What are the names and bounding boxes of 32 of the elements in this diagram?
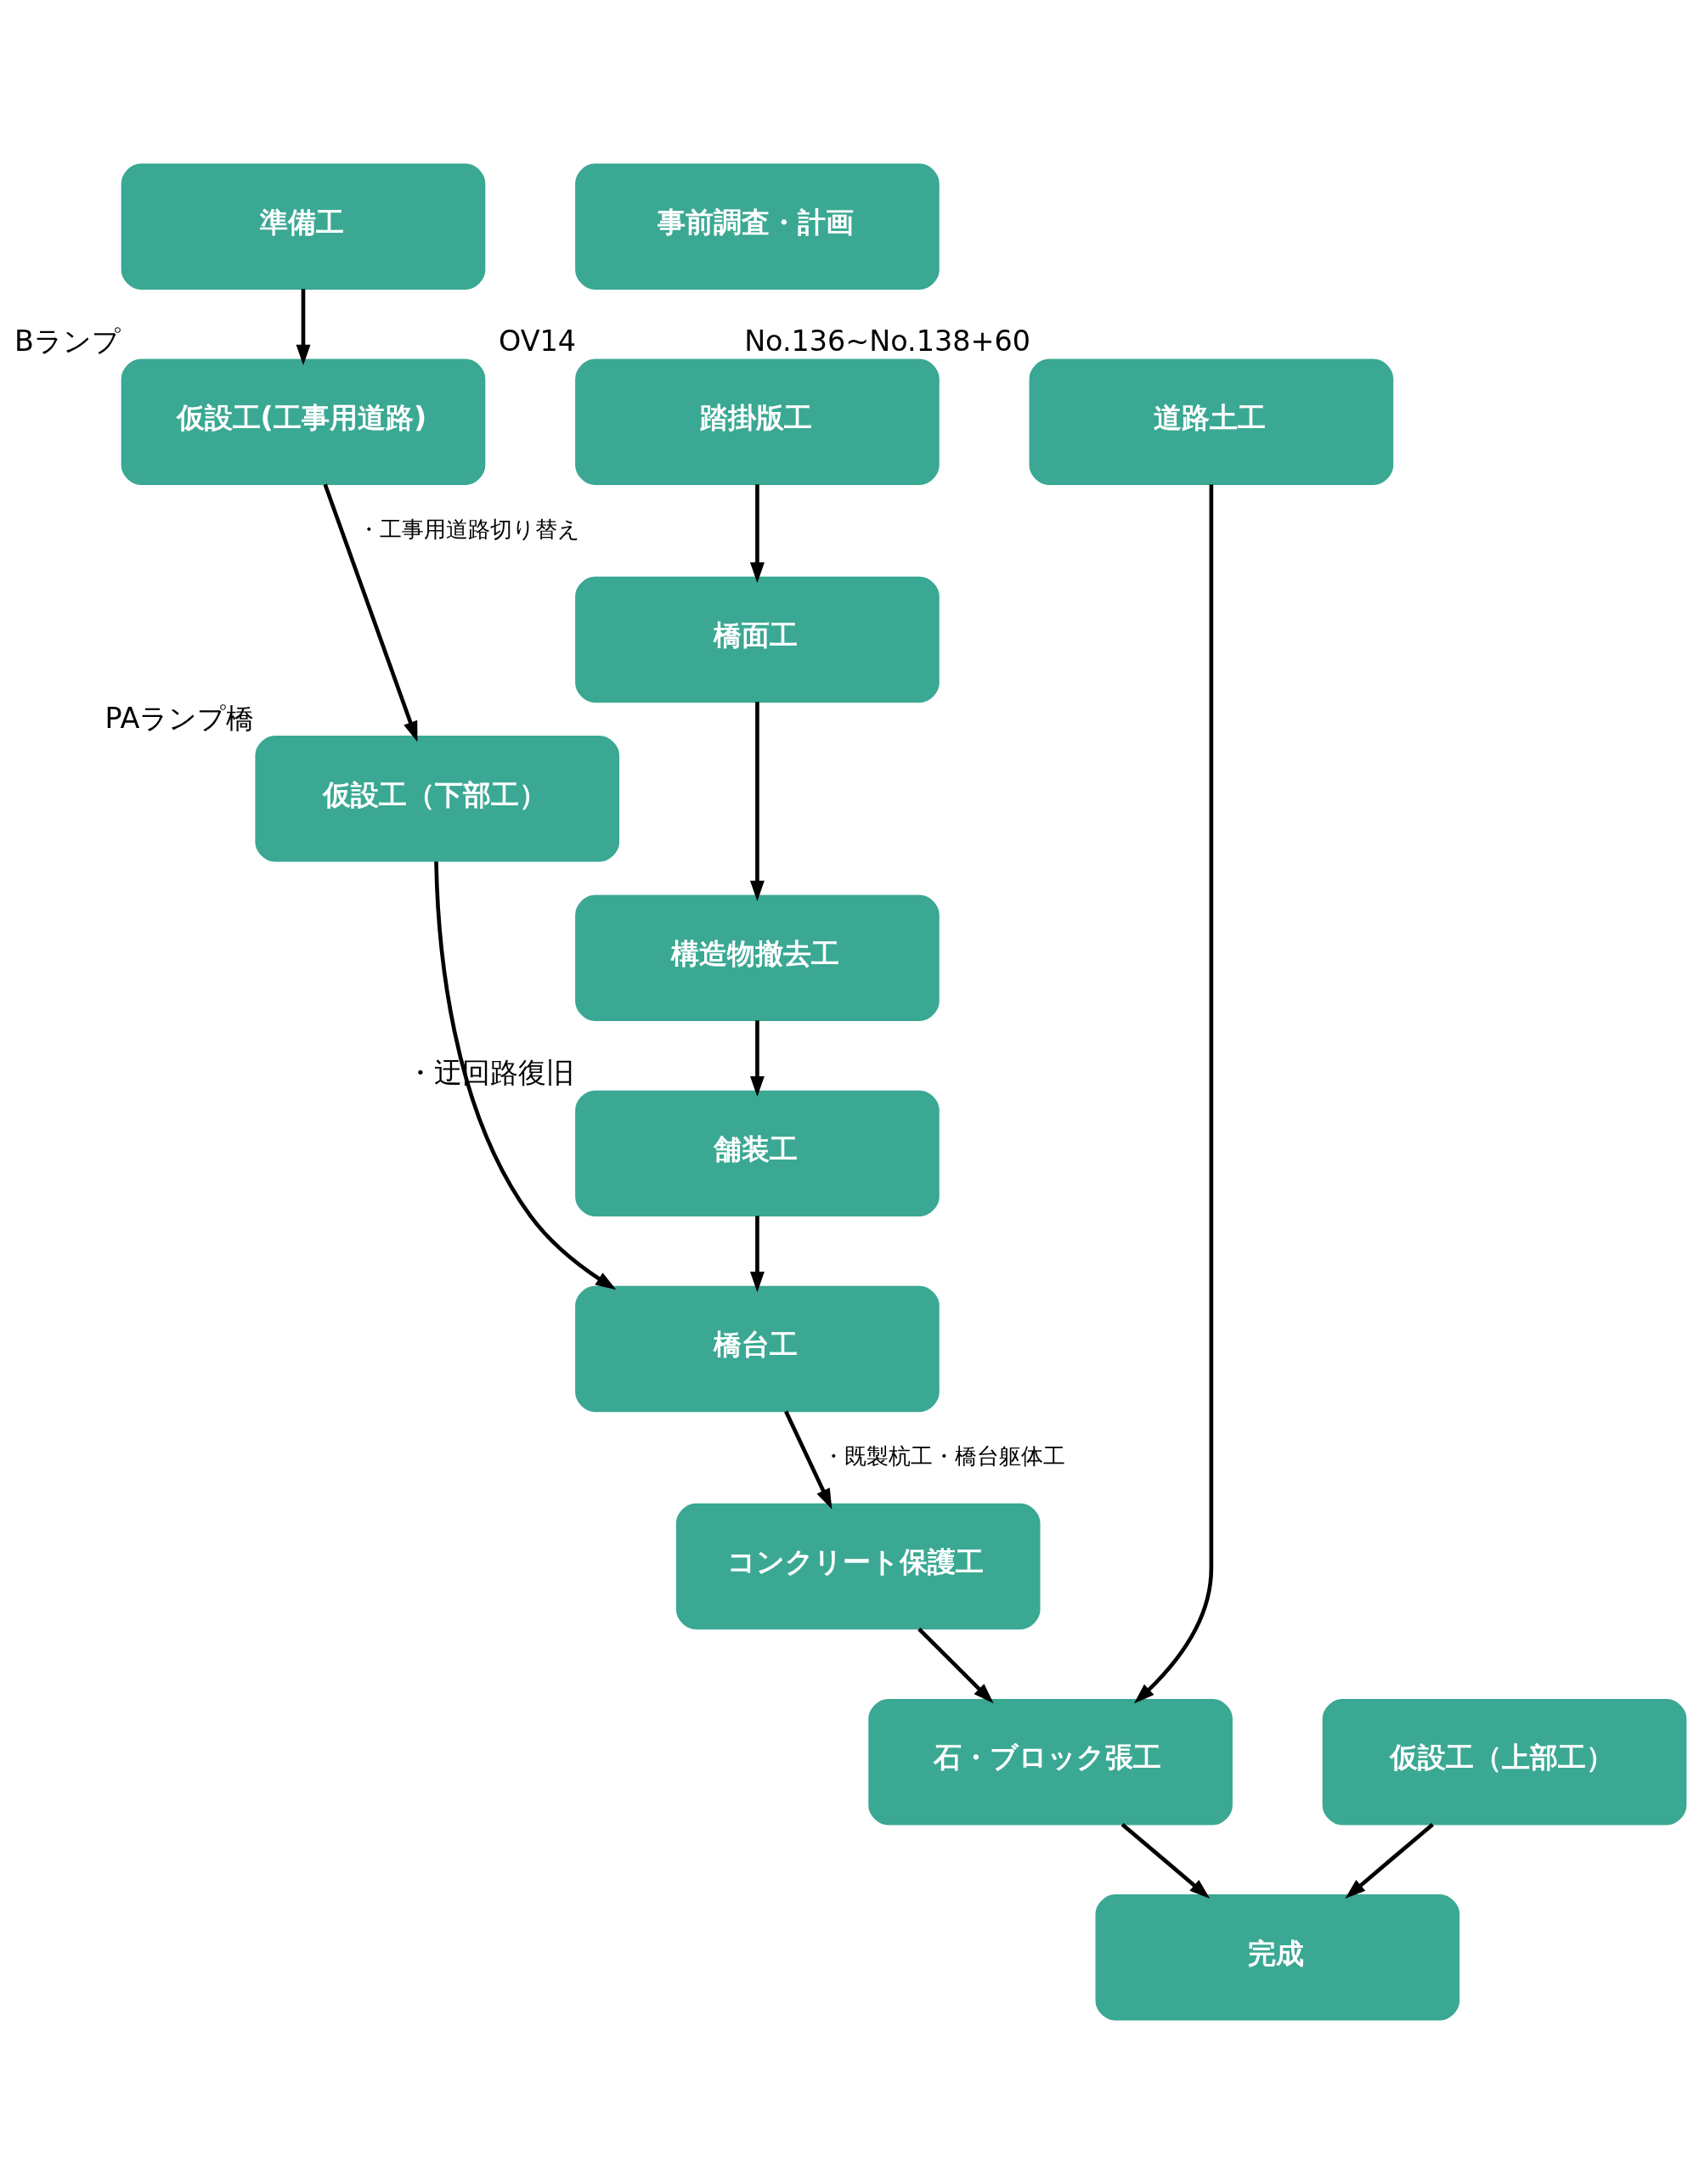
arrow (750, 1020, 765, 1098)
node-box: コンクリート保護工 (675, 1503, 1041, 1630)
node-label: Bランプ (14, 324, 121, 358)
arrow (917, 1627, 994, 1704)
node-label: OV14 (499, 324, 577, 358)
node-box: 仮設工（上部工） (1322, 1698, 1687, 1826)
node-box: 構造物撤去工 (575, 894, 940, 1021)
node-label: No.136~No.138+60 (744, 324, 1030, 358)
node-box: 仮設工(工事用道路) (121, 358, 486, 486)
node-box: 仮設工（下部工） (255, 736, 620, 862)
node-label: PAランプ橋 (104, 701, 255, 735)
arrow (434, 861, 617, 1290)
arrow (323, 483, 418, 742)
node-box: 踏掛版工 (575, 358, 940, 486)
arrow (750, 484, 765, 584)
arrow (1120, 1822, 1211, 1899)
edge-label: ・既製杭工・橋台躯体工 (821, 1442, 1065, 1469)
arrow (1345, 1822, 1434, 1899)
node-box: 橋台工 (575, 1285, 940, 1413)
arrow (750, 702, 765, 901)
node-box: 完成 (1095, 1894, 1460, 2021)
edge-label: ・工事用道路切り替え (358, 516, 581, 542)
node-box: 事前調査・計画 (575, 163, 940, 290)
arrow (296, 289, 311, 366)
node-box: 道路土工 (1029, 358, 1394, 486)
arrow (1133, 484, 1214, 1704)
node-box: 橋面工 (575, 576, 940, 703)
node-box: 石・ブロック張工 (868, 1698, 1233, 1826)
arrow (784, 1410, 833, 1510)
node-box: 舗装工 (575, 1090, 940, 1217)
node-box: 準備工 (121, 163, 486, 290)
arrow (750, 1216, 765, 1293)
